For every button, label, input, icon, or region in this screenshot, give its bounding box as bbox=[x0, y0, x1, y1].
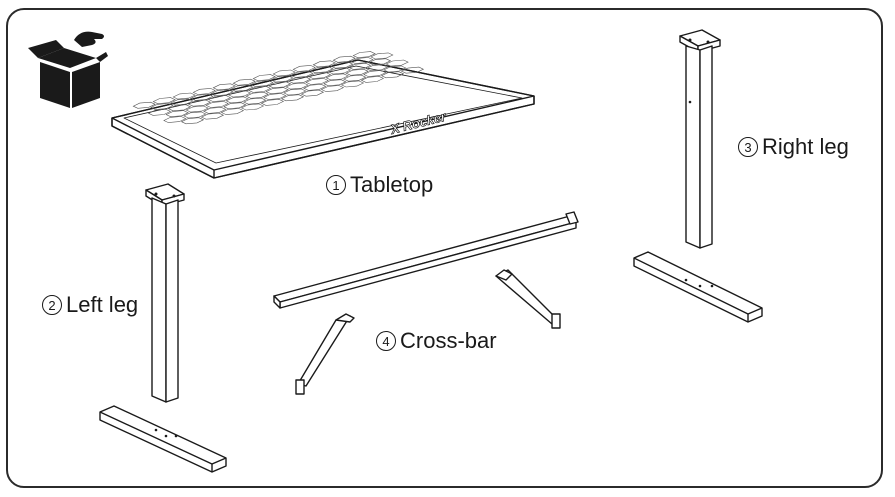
tabletop-hexagon bbox=[303, 83, 327, 91]
tabletop-hexagon bbox=[252, 74, 276, 82]
cross-bar-label: 4 Cross-bar bbox=[376, 328, 497, 354]
tabletop-hexagon bbox=[365, 64, 389, 72]
tabletop-hexagon bbox=[240, 103, 265, 111]
right-leg-drawing bbox=[633, 29, 763, 323]
tabletop-hexagon bbox=[285, 82, 309, 90]
tabletop-hexagon bbox=[250, 80, 274, 87]
tabletop-hexagon bbox=[300, 89, 325, 97]
left-leg-number: 2 bbox=[42, 295, 62, 315]
tabletop-hexagon bbox=[265, 87, 289, 95]
tabletop-hexagon bbox=[260, 98, 285, 106]
cross-bar-text: Cross-bar bbox=[400, 328, 497, 353]
tabletop-hexagon bbox=[367, 58, 392, 66]
tabletop-hexagon bbox=[247, 85, 272, 93]
tabletop-hexagon bbox=[132, 101, 156, 109]
tabletop-hexagon bbox=[180, 117, 205, 125]
tabletop-hexagon bbox=[225, 96, 249, 104]
open-box-hand-icon bbox=[28, 31, 108, 108]
tabletop-drawing: X Rocker bbox=[111, 51, 535, 179]
tabletop-hexagon bbox=[383, 65, 407, 73]
tabletop-hexagon bbox=[385, 59, 409, 67]
tabletop-hexagon bbox=[330, 61, 354, 69]
left-leg-drawing bbox=[99, 183, 227, 473]
tabletop-hexagon bbox=[243, 97, 267, 105]
tabletop-hexagon bbox=[210, 89, 234, 97]
tabletop-hexagon bbox=[370, 52, 394, 60]
tabletop-hexagon bbox=[320, 85, 345, 92]
tabletop-hexagon bbox=[307, 72, 332, 79]
tabletop-hexagon bbox=[205, 101, 229, 108]
tabletop-hexagon bbox=[185, 105, 209, 113]
right-leg-label: 3 Right leg bbox=[738, 134, 849, 160]
tabletop-hexagon bbox=[347, 62, 372, 70]
tabletop-hexagon bbox=[272, 69, 296, 77]
tabletop-hexagon bbox=[147, 108, 172, 116]
tabletop-hexagon bbox=[183, 111, 207, 119]
left-leg-label: 2 Left leg bbox=[42, 292, 138, 318]
tabletop-hexagon bbox=[310, 66, 334, 74]
tabletop-hexagon bbox=[292, 65, 316, 72]
tabletop-hexagon bbox=[352, 51, 376, 59]
tabletop-hexagon bbox=[150, 103, 174, 110]
tabletop-hexagon bbox=[400, 66, 425, 74]
tabletop-hexagon bbox=[267, 81, 292, 89]
tabletop-text: Tabletop bbox=[350, 172, 434, 197]
tabletop-hexagon bbox=[323, 79, 347, 87]
tabletop-hexagon bbox=[327, 67, 352, 75]
tabletop-hexagon bbox=[187, 99, 212, 107]
tabletop-hexagon bbox=[163, 116, 187, 123]
tabletop-hexagon bbox=[203, 106, 227, 114]
cross-bar-number: 4 bbox=[376, 331, 396, 351]
tabletop-hexagon bbox=[190, 93, 214, 101]
tabletop-hexagon bbox=[363, 70, 387, 77]
tabletop-hexagon bbox=[212, 83, 236, 91]
diagram-frame bbox=[6, 8, 883, 488]
tabletop-hexagon bbox=[223, 102, 247, 110]
tabletop-hexagon bbox=[165, 110, 189, 118]
tabletop-hexagon bbox=[283, 88, 307, 96]
tabletop-hexagon bbox=[172, 92, 196, 100]
tabletop-label: 1 Tabletop bbox=[326, 172, 433, 198]
tabletop-hexagon bbox=[287, 76, 312, 84]
tabletop-hexagon bbox=[152, 97, 176, 105]
left-leg-text: Left leg bbox=[66, 292, 139, 317]
tabletop-hexagon bbox=[360, 75, 385, 83]
tabletop-hexagon bbox=[245, 91, 269, 99]
tabletop-hexagon bbox=[350, 57, 374, 64]
tabletop-hexagon bbox=[332, 55, 356, 63]
tabletop-hexagon bbox=[200, 112, 225, 120]
tabletop-hexagon bbox=[167, 104, 192, 112]
right-leg-text: Right leg bbox=[762, 134, 849, 159]
tabletop-hexagon bbox=[290, 70, 314, 78]
tabletop-hexagon bbox=[345, 68, 369, 76]
tabletop-hexagon bbox=[270, 75, 294, 83]
tabletop-hexagon bbox=[220, 108, 245, 115]
tabletop-hexagon bbox=[325, 73, 349, 81]
right-leg-number: 3 bbox=[738, 137, 758, 157]
cross-bar-drawing bbox=[273, 211, 579, 395]
tabletop-hexagon bbox=[227, 90, 252, 98]
tabletop-hexagon bbox=[170, 98, 194, 106]
tabletop-hexagon bbox=[192, 88, 216, 95]
tabletop-hexagon bbox=[232, 78, 256, 86]
tabletop-hexagon bbox=[343, 74, 367, 82]
tabletop-hexagon bbox=[340, 80, 365, 88]
tabletop-hexagon bbox=[263, 93, 287, 100]
tabletop-hexagon bbox=[305, 78, 329, 85]
tabletop-hexagon bbox=[207, 95, 232, 102]
tabletop-hexagon bbox=[230, 84, 254, 92]
tabletop-hexagon bbox=[380, 71, 405, 79]
tabletop-hexagon bbox=[312, 60, 336, 68]
tabletop-number: 1 bbox=[326, 175, 346, 195]
tabletop-hexagon bbox=[280, 94, 305, 102]
